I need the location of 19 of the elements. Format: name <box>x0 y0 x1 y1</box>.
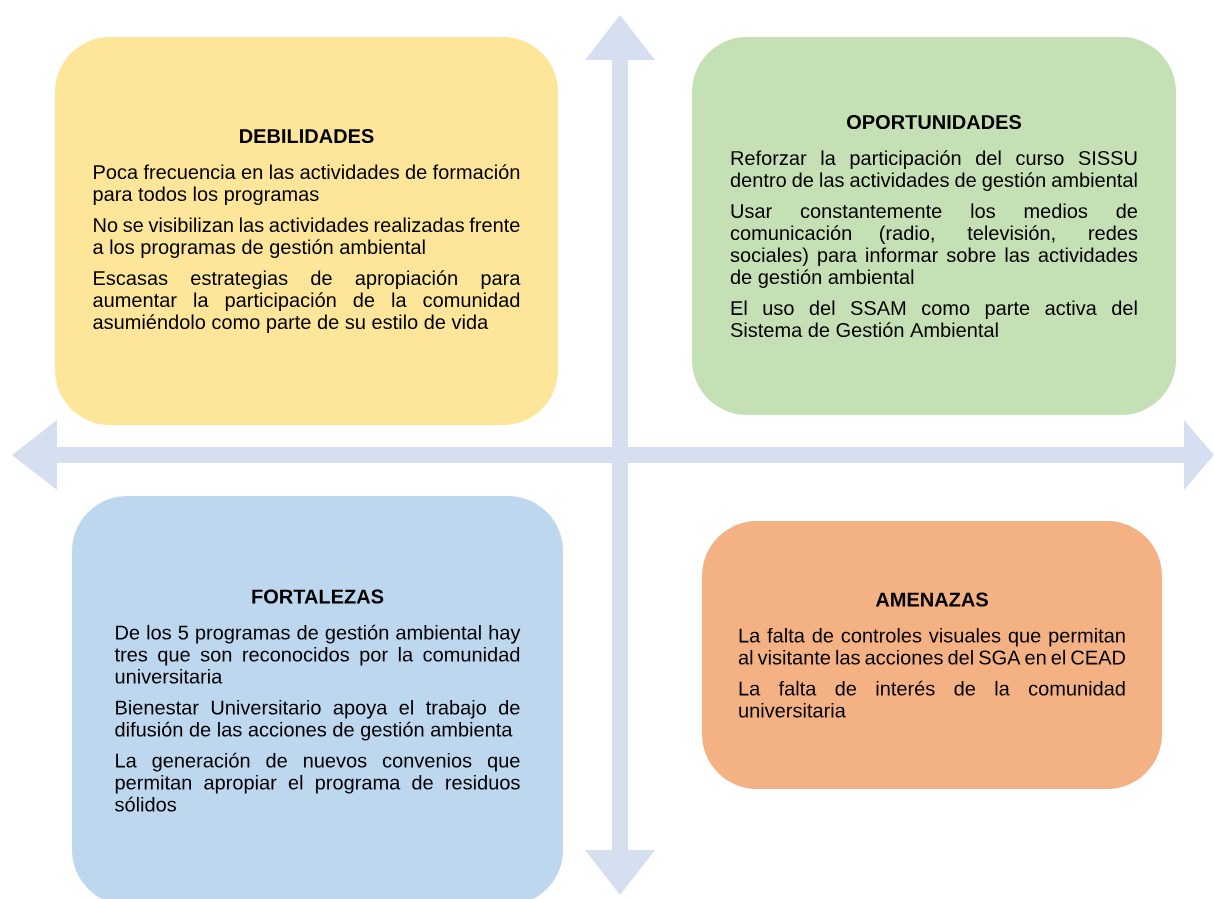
quadrant-text: Escasas estrategias de apropiación para aumentar la participación de la comunidad asumiéndolo como parte de su estilo de vida <box>93 270 521 334</box>
quadrant-box <box>692 37 1176 415</box>
quadrant-text: No se visibilizan las actividades realizadas frente a los programas de gestión ambiental <box>93 217 520 259</box>
quadrant-text: Bienestar Universitario apoya el trabajo de difusión de las acciones de gestión ambienta <box>115 699 520 741</box>
quadrant-heading: FORTALEZAS <box>252 589 384 604</box>
quadrant-text: Usar constantemente los medios de comunicación (radio, televisión, redes sociales) para informar sobre las actividades de gestión ambiental <box>730 203 1138 289</box>
quadrant-text: El uso del SSAM como parte activa del Sistema de Gestión Ambiental <box>730 300 1137 338</box>
quadrant-box <box>72 496 563 899</box>
quadrant-heading: OPORTUNIDADES <box>847 114 1021 130</box>
quadrant-text: De los 5 programas de gestión ambiental hay tres que son reconocidos por la comunidad universitaria <box>114 624 521 684</box>
quadrant-text: La falta de interés de la comunidad universitaria <box>739 680 1125 718</box>
quadrant-text: La generación de nuevos convenios que permitan apropiar el programa de residuos sólidos <box>115 752 520 812</box>
quadrant-text: Poca frecuencia en las actividades de formación para todos los programas <box>93 164 520 206</box>
quadrant-box <box>55 37 558 425</box>
quadrant-heading: DEBILIDADES <box>240 128 374 144</box>
quadrant-text: Reforzar la participación del curso SISSU dentro de las actividades de gestión ambiental <box>730 150 1137 192</box>
quadrant-heading: AMENAZAS <box>875 592 988 607</box>
quadrant-box <box>702 521 1162 789</box>
quadrant-text: La falta de controles visuales que permitan al visitante las acciones del SGA en el CEAD <box>738 627 1125 665</box>
